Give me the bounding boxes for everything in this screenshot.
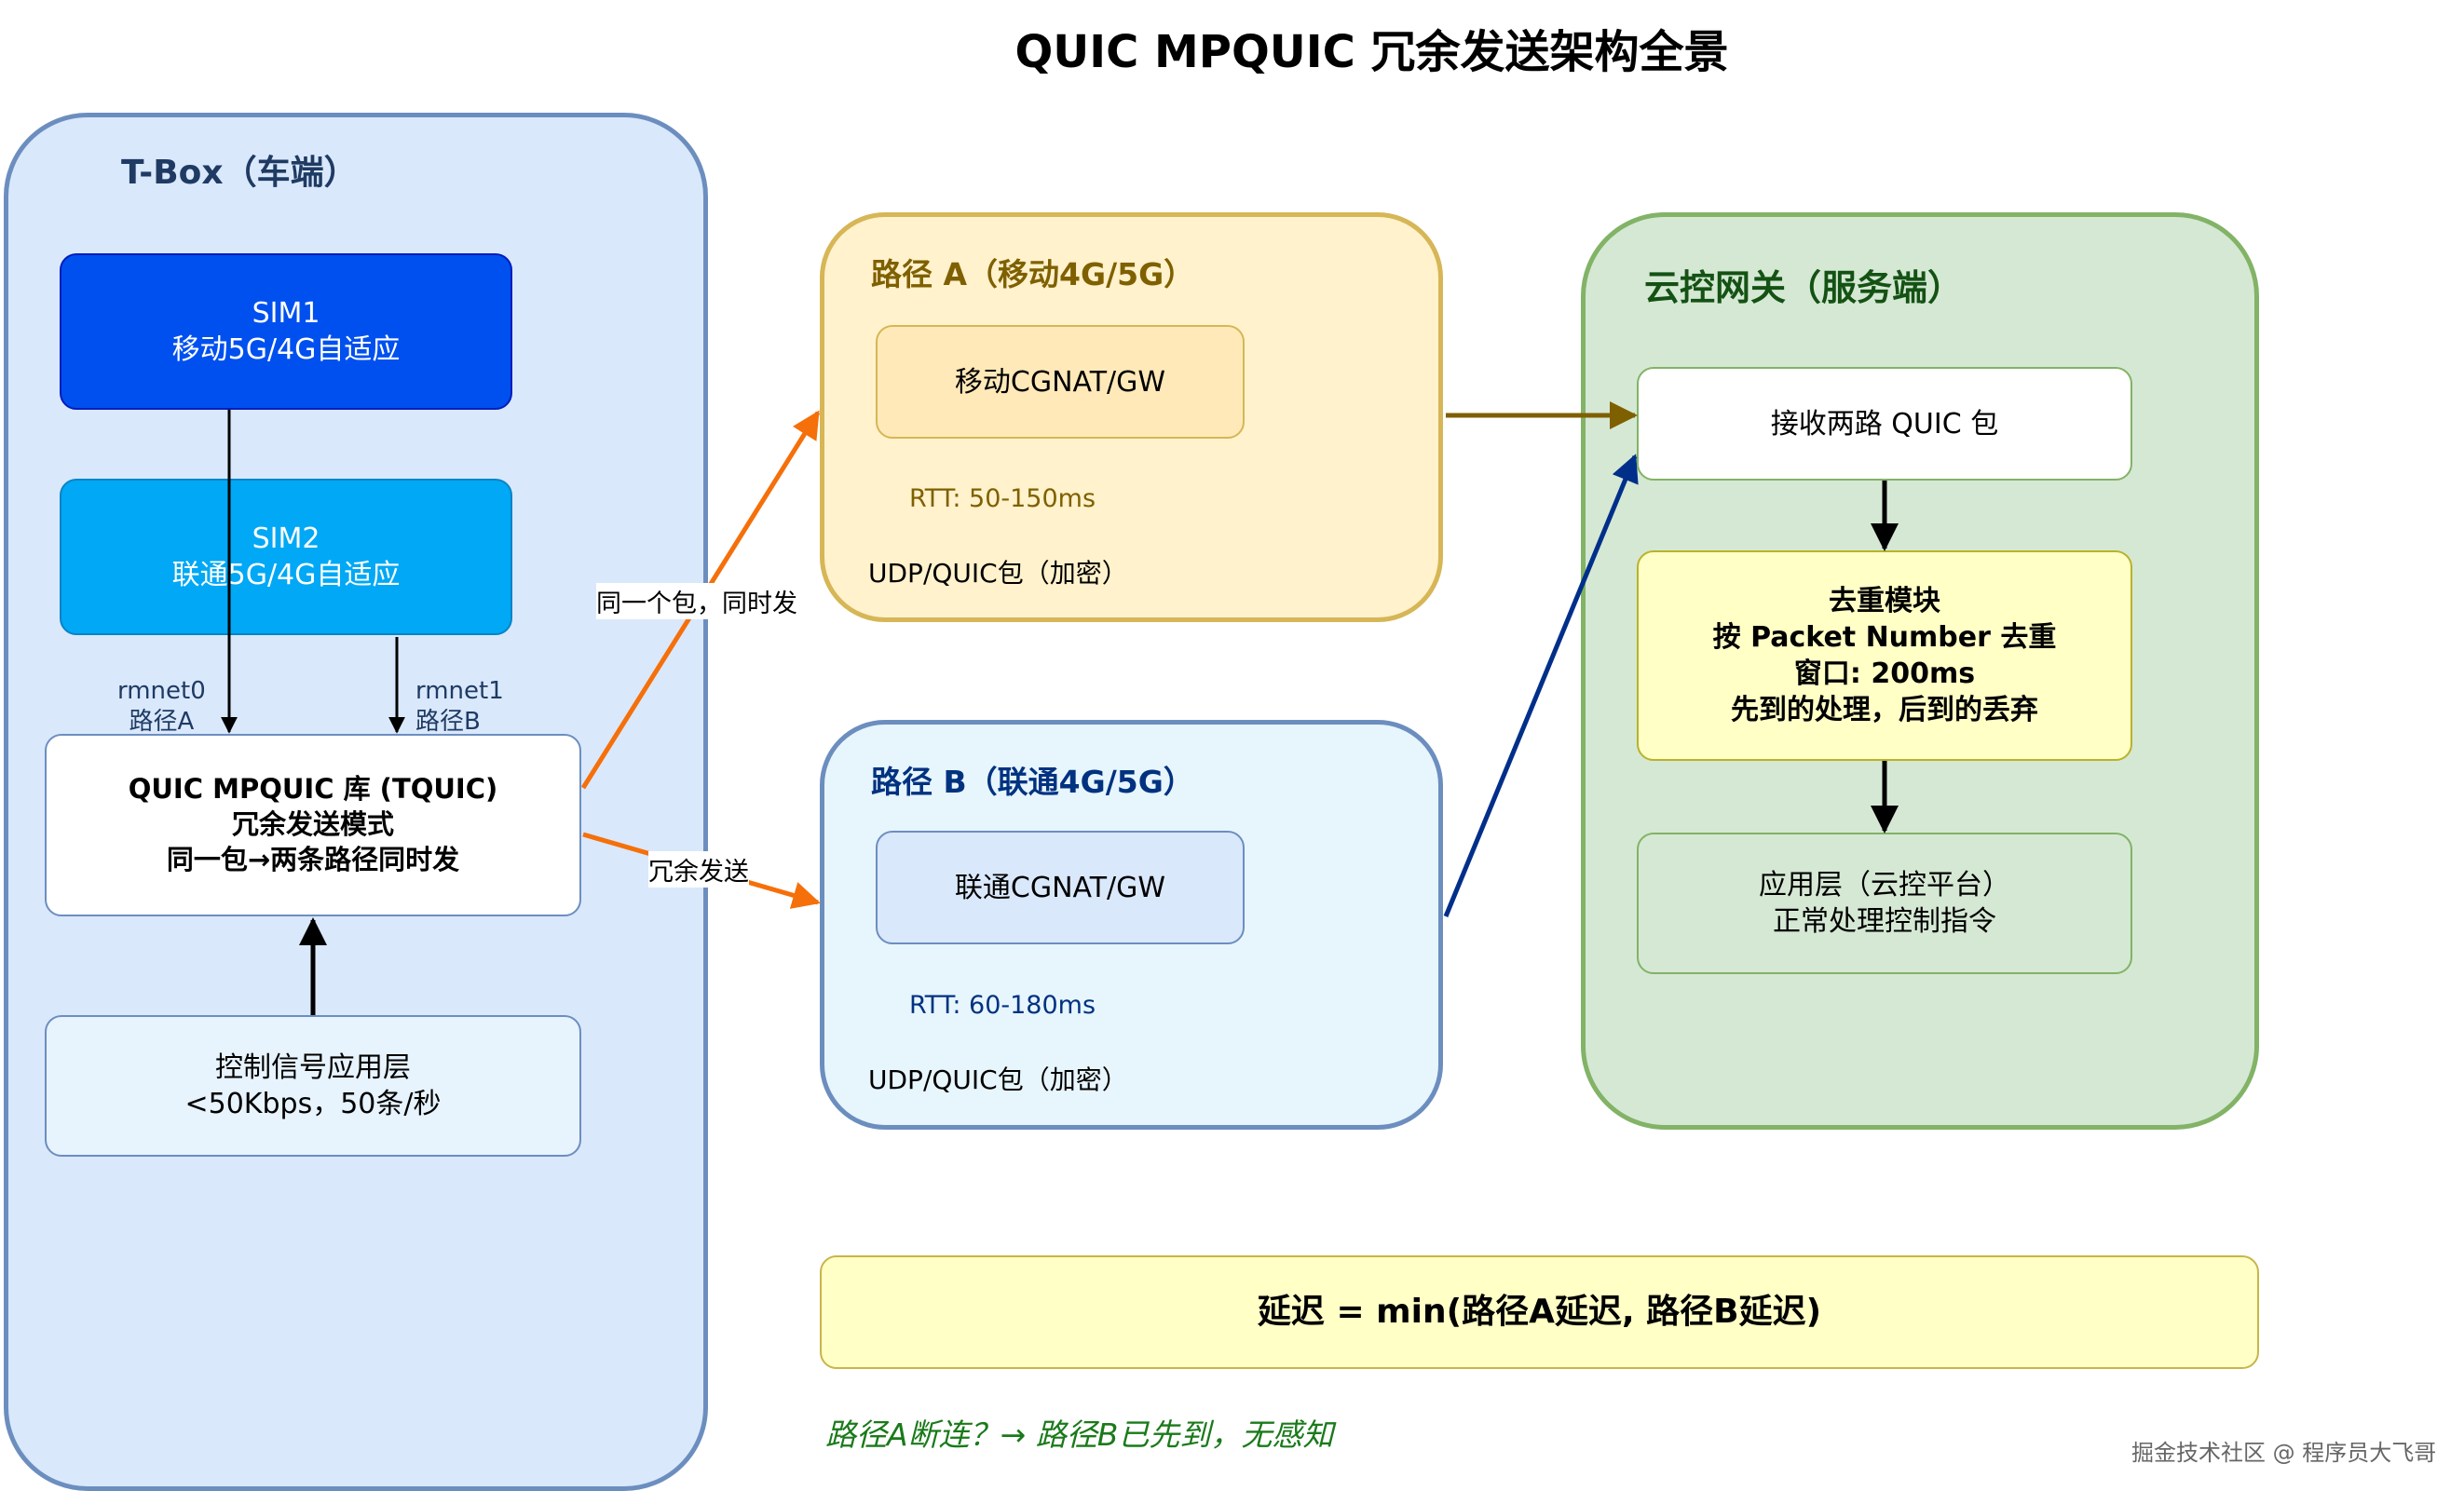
path-b-gateway-box: 联通CGNAT/GW	[876, 831, 1245, 944]
latency-box: 延迟 = min(路径A延迟, 路径B延迟)	[820, 1255, 2259, 1369]
app-layer-box: 应用层（云控平台） 正常处理控制指令	[1637, 833, 2132, 974]
rmnet0-label: rmnet0 路径A	[117, 677, 206, 736]
tbox-title: T-Box（车端）	[121, 154, 358, 192]
edge-label-same-packet: 同一个包，同时发	[596, 583, 797, 619]
path-b-title: 路径 B（联通4G/5G）	[871, 764, 1194, 800]
path-b-rtt: RTT: 60-180ms	[909, 991, 1096, 1020]
path-a-rtt: RTT: 50-150ms	[909, 484, 1096, 513]
dedup-box: 去重模块 按 Packet Number 去重 窗口: 200ms 先到的处理，…	[1637, 550, 2132, 761]
receive-box: 接收两路 QUIC 包	[1637, 367, 2132, 481]
failover-note: 路径A断连？→ 路径B已先到，无感知	[825, 1416, 1334, 1453]
path-b-packet: UDP/QUIC包（加密）	[868, 1064, 1128, 1095]
path-a-packet: UDP/QUIC包（加密）	[868, 558, 1128, 589]
diagram-title: QUIC MPQUIC 冗余发送架构全景	[1014, 26, 1729, 78]
sim2-box: SIM2 联通5G/4G自适应	[60, 479, 512, 635]
arrow-path-b-to-receive	[1443, 454, 1639, 917]
control-app-box: 控制信号应用层 <50Kbps，50条/秒	[45, 1015, 581, 1157]
cloud-gateway-title: 云控网关（服务端）	[1644, 267, 1964, 308]
watermark: 掘金技术社区 @ 程序员大飞哥	[2131, 1440, 2437, 1466]
quic-library-box: QUIC MPQUIC 库 (TQUIC) 冗余发送模式 同一包→两条路径同时发	[45, 734, 581, 916]
edge-label-redundant: 冗余发送	[648, 851, 749, 888]
sim1-box: SIM1 移动5G/4G自适应	[60, 253, 512, 410]
path-a-title: 路径 A（移动4G/5G）	[871, 256, 1195, 292]
rmnet1-label: rmnet1 路径B	[415, 677, 504, 736]
path-a-gateway-box: 移动CGNAT/GW	[876, 325, 1245, 439]
